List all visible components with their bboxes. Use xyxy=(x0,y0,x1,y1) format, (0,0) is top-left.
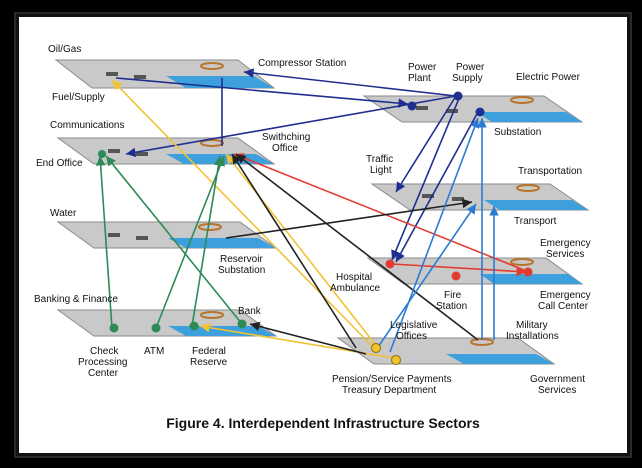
node-check-processing xyxy=(109,323,119,333)
arrow-treasury-to-fuel xyxy=(111,79,375,349)
label-hospital-2: Ambulance xyxy=(330,283,380,294)
label-legislative-1: Legislative xyxy=(390,320,438,331)
node-end-office xyxy=(98,150,106,158)
label-military-2: Installations xyxy=(506,331,559,342)
arrow-legislative-to-switching xyxy=(231,153,357,349)
label-pension-1: Pension/Service Payments xyxy=(332,374,452,385)
label-emergency-services-1: Emergency xyxy=(540,238,591,249)
label-water: Water xyxy=(50,208,77,219)
infrastructure-diagram: Oil/Gas Compressor Station Power Plant P… xyxy=(34,44,591,431)
label-atm: ATM xyxy=(144,346,164,357)
arrow-bank-to-endoffice xyxy=(105,155,243,325)
plane-electric-power xyxy=(362,95,584,123)
plane-transportation xyxy=(370,183,590,211)
label-pension-2: Treasury Department xyxy=(342,385,436,396)
label-power-supply-2: Supply xyxy=(452,73,483,84)
label-transport: Transport xyxy=(514,216,557,227)
label-government-2: Services xyxy=(538,385,576,396)
arrow-power-to-trafficlight xyxy=(395,95,457,193)
label-check-3: Center xyxy=(88,368,119,379)
label-traffic-light-2: Light xyxy=(370,165,392,176)
label-switching-office-1: Swithching xyxy=(262,132,310,143)
label-electric-power: Electric Power xyxy=(516,72,581,83)
node-atm xyxy=(151,323,161,333)
node-power-plant xyxy=(407,101,417,111)
node-substation xyxy=(475,107,485,117)
label-end-office: End Office xyxy=(36,158,83,169)
arrow-treasury-to-substation xyxy=(389,117,480,353)
label-traffic-light-1: Traffic xyxy=(366,154,393,165)
label-fire-station-1: Fire xyxy=(444,290,462,301)
arrow-reservoir-to-transport xyxy=(225,198,473,239)
label-federal-1: Federal xyxy=(192,346,226,357)
label-compressor-station: Compressor Station xyxy=(258,58,346,69)
label-check-2: Processing xyxy=(78,357,127,368)
arrow-substation-to-hospital xyxy=(395,111,479,263)
label-emergency-services-2: Services xyxy=(546,249,584,260)
label-call-center-1: Emergency xyxy=(540,290,591,301)
node-call-center xyxy=(523,267,533,277)
figure-panel: Oil/Gas Compressor Station Power Plant P… xyxy=(14,12,632,458)
label-banking-finance: Banking & Finance xyxy=(34,294,118,305)
label-fuel-supply: Fuel/Supply xyxy=(52,92,105,103)
label-communications: Communications xyxy=(50,120,124,131)
labels: Oil/Gas Compressor Station Power Plant P… xyxy=(34,44,591,396)
node-bank xyxy=(237,319,247,329)
figure-caption: Figure 4. Interdependent Infrastructure … xyxy=(166,415,480,431)
nodes xyxy=(98,91,533,365)
label-call-center-2: Call Center xyxy=(538,301,589,312)
plane-water xyxy=(56,221,278,249)
arrow-treasury-to-bank xyxy=(249,321,367,355)
arrow-government-to-switching xyxy=(235,153,479,341)
label-legislative-2: Offices xyxy=(396,331,427,342)
label-check-1: Check xyxy=(90,346,119,357)
label-military-1: Military xyxy=(516,320,548,331)
connections xyxy=(95,68,527,359)
arrow-callcenter-to-switching xyxy=(233,153,525,271)
arrow-power-to-compressor xyxy=(243,68,457,97)
plane-oil-gas xyxy=(54,59,276,89)
arrow-treasury-to-transport xyxy=(375,203,477,351)
label-reservoir-1: Reservoir xyxy=(220,254,263,265)
label-hospital-1: Hospital xyxy=(336,272,372,283)
arrow-check-to-endoffice xyxy=(95,155,113,329)
node-treasury-2 xyxy=(391,355,401,365)
arrow-fuel-to-powerplant xyxy=(115,77,409,108)
arrow-power-to-hospital xyxy=(391,95,461,261)
label-transportation: Transportation xyxy=(518,166,582,177)
plane-communications xyxy=(56,137,276,165)
label-bank: Bank xyxy=(238,306,262,317)
plane-emergency-services xyxy=(366,257,584,285)
node-treasury-1 xyxy=(371,343,381,353)
label-reservoir-2: Substation xyxy=(218,265,265,276)
arrow-hospital-to-callcenter xyxy=(391,263,527,277)
node-fire-station xyxy=(451,271,461,281)
arrow-treasury-to-switching xyxy=(225,153,379,349)
label-federal-2: Reserve xyxy=(190,357,228,368)
arrow-atm-to-switching xyxy=(155,155,225,329)
label-government-1: Government xyxy=(530,374,585,385)
arrow-power-to-endoffice xyxy=(125,95,457,158)
node-hospital xyxy=(385,259,395,269)
label-power-supply-1: Power xyxy=(456,62,485,73)
node-power-supply xyxy=(453,91,463,101)
label-power-plant-2: Plant xyxy=(408,73,431,84)
label-fire-station-2: Station xyxy=(436,301,467,312)
label-power-plant-1: Power xyxy=(408,62,437,73)
node-federal-reserve xyxy=(189,321,199,331)
arrow-federal-to-switching xyxy=(191,155,224,327)
label-substation: Substation xyxy=(494,127,541,138)
label-oil-gas: Oil/Gas xyxy=(48,44,81,55)
label-switching-office-2: Office xyxy=(272,143,298,154)
